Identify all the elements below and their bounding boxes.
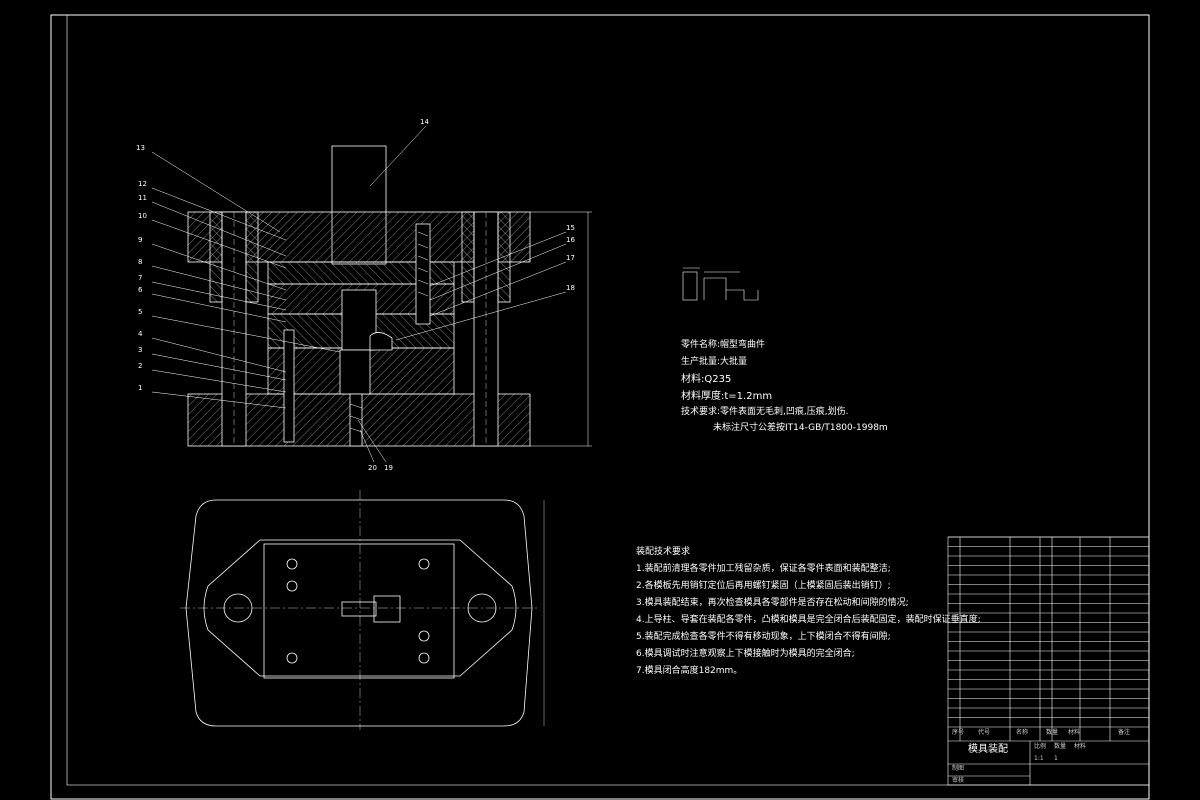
drawing-title: 模具装配 xyxy=(968,742,1008,755)
section-view xyxy=(187,145,592,447)
inner-border xyxy=(66,14,1150,786)
lower-base-outline xyxy=(185,499,533,727)
plan-view xyxy=(180,490,545,730)
callout-9: 9 xyxy=(138,236,142,244)
screw-holes xyxy=(286,558,430,664)
callout-13: 13 xyxy=(136,144,145,152)
part-thickness: 材料厚度:t=1.2mm xyxy=(681,391,773,402)
callout-7: 7 xyxy=(138,274,142,282)
callout-15: 15 xyxy=(566,224,575,232)
callout-16: 16 xyxy=(566,236,575,244)
callout-6: 6 xyxy=(138,286,143,294)
assembly-req-4: 4.上导柱、导套在装配各零件，凸模和模具是完全闭合后装配固定，装配时保证垂直度; xyxy=(636,615,981,625)
assembly-req-3: 3.模具装配结束，再次检查模具各零部件是否存在松动和间隙的情况; xyxy=(636,598,909,608)
callouts-left: 13 12 11 10 9 8 7 6 5 4 3 2 1 xyxy=(136,144,147,392)
callout-3: 3 xyxy=(138,346,142,354)
col-label-quantity: 数量 xyxy=(1054,742,1066,750)
base-inner-outline xyxy=(203,539,517,677)
callout-20: 20 xyxy=(368,464,377,472)
callout-11: 11 xyxy=(138,194,147,202)
part-tolerance: 未标注尺寸公差按IT14-GB/T1800-1998m xyxy=(713,423,888,433)
header-code: 代号 xyxy=(978,728,990,736)
callout-17: 17 xyxy=(566,254,575,262)
header-name: 名称 xyxy=(1016,728,1028,736)
callout-10: 10 xyxy=(138,212,147,220)
col-label-scale: 比例 xyxy=(1034,742,1046,750)
die-cavity xyxy=(339,349,371,395)
callouts-right: 15 16 17 18 xyxy=(566,224,575,292)
assembly-req-5: 5.装配完成检查各零件不得有移动现象，上下模闭合不得有间隙; xyxy=(636,632,891,642)
die-plate-outline xyxy=(263,543,455,679)
part-name: 零件名称:帽型弯曲件 xyxy=(681,340,766,350)
callout-8: 8 xyxy=(138,258,142,266)
callout-12: 12 xyxy=(138,180,147,188)
title-block xyxy=(947,536,1150,786)
header-remark: 备注 xyxy=(1118,728,1130,736)
assembly-req-6: 6.模具调试时注意观察上下模接触时为模具的完全闭合; xyxy=(636,649,855,659)
part-tech-req: 技术要求:零件表面无毛刺,凹痕,压痕,划伤. xyxy=(681,407,849,417)
part-material: 材料:Q235 xyxy=(681,374,732,385)
sign-label-check: 审核 xyxy=(952,776,964,784)
assembly-req-7: 7.模具闭合高度182mm。 xyxy=(636,666,743,676)
header-material: 材料 xyxy=(1068,728,1080,736)
header-no: 序号 xyxy=(952,728,964,736)
part-batch: 生产批量:大批量 xyxy=(681,357,748,367)
callout-18: 18 xyxy=(566,284,575,292)
quantity-value: 1 xyxy=(1054,755,1058,762)
scale-value: 1:1 xyxy=(1034,755,1044,762)
assembly-req-title: 装配技术要求 xyxy=(636,547,691,557)
sign-label-draw: 制图 xyxy=(952,764,964,772)
header-qty: 数量 xyxy=(1046,728,1058,736)
col-label-material: 材料 xyxy=(1074,742,1086,750)
assembly-req-1: 1.装配前清理各零件加工残留杂质，保证各零件表面和装配整洁; xyxy=(636,564,891,574)
leader-lines xyxy=(151,125,567,463)
callout-19: 19 xyxy=(384,464,393,472)
callout-4: 4 xyxy=(138,330,143,338)
part-outline-plan xyxy=(341,601,377,617)
callout-5: 5 xyxy=(138,308,142,316)
callout-1: 1 xyxy=(138,384,142,392)
part-sketch xyxy=(682,267,759,301)
callout-14: 14 xyxy=(420,118,429,126)
callout-2: 2 xyxy=(138,362,142,370)
assembly-req-2: 2.各模板先用销钉定位后再用螺钉紧固（上模紧固后装出销钉）; xyxy=(636,581,891,591)
